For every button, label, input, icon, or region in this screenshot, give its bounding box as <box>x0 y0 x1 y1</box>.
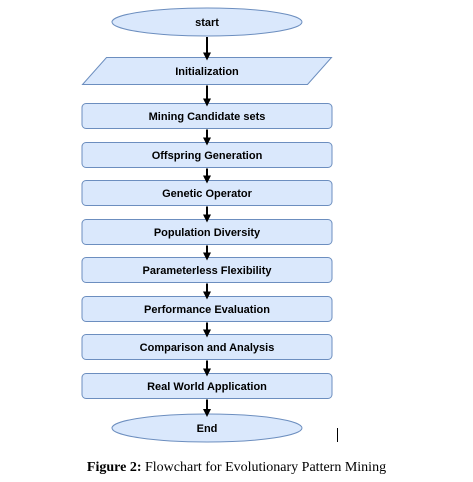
text-cursor <box>337 428 338 442</box>
flow-node-label: Real World Application <box>147 381 267 393</box>
flow-node-label: Initialization <box>175 66 239 78</box>
flow-node-label: Mining Candidate sets <box>149 111 266 123</box>
flow-node-real-world-application: Real World Application <box>81 373 333 399</box>
flow-node-comparison-and-analysis: Comparison and Analysis <box>81 334 333 360</box>
flow-node-label: start <box>195 17 219 29</box>
flow-node-label: Parameterless Flexibility <box>142 265 272 277</box>
flow-node-label: End <box>197 423 218 435</box>
flow-node-start: start <box>111 7 303 37</box>
flow-node-label: Performance Evaluation <box>144 304 270 316</box>
flow-node-end: End <box>111 413 303 443</box>
figure-caption-prefix: Figure 2: <box>86 460 142 475</box>
flow-node-mining-candidate-sets: Mining Candidate sets <box>81 103 333 129</box>
flow-node-parameterless-flexibility: Parameterless Flexibility <box>81 257 333 283</box>
flow-node-label: Comparison and Analysis <box>140 342 275 354</box>
terminator-shape <box>111 7 303 37</box>
flow-node-label: Population Diversity <box>154 227 261 239</box>
figure-caption-text: Flowchart for Evolutionary Pattern Minin… <box>141 460 387 475</box>
io-shape <box>81 57 333 85</box>
figure-caption: Figure 2: Flowchart for Evolutionary Pat… <box>0 459 473 477</box>
flow-node-offspring-generation: Offspring Generation <box>81 142 333 168</box>
flow-node-population-diversity: Population Diversity <box>81 219 333 245</box>
flow-node-label: Genetic Operator <box>162 188 253 200</box>
flow-node-performance-evaluation: Performance Evaluation <box>81 296 333 322</box>
flow-node-label: Offspring Generation <box>152 150 263 162</box>
flow-node-initialization: Initialization <box>81 57 333 85</box>
flow-node-genetic-operator: Genetic Operator <box>81 180 333 206</box>
